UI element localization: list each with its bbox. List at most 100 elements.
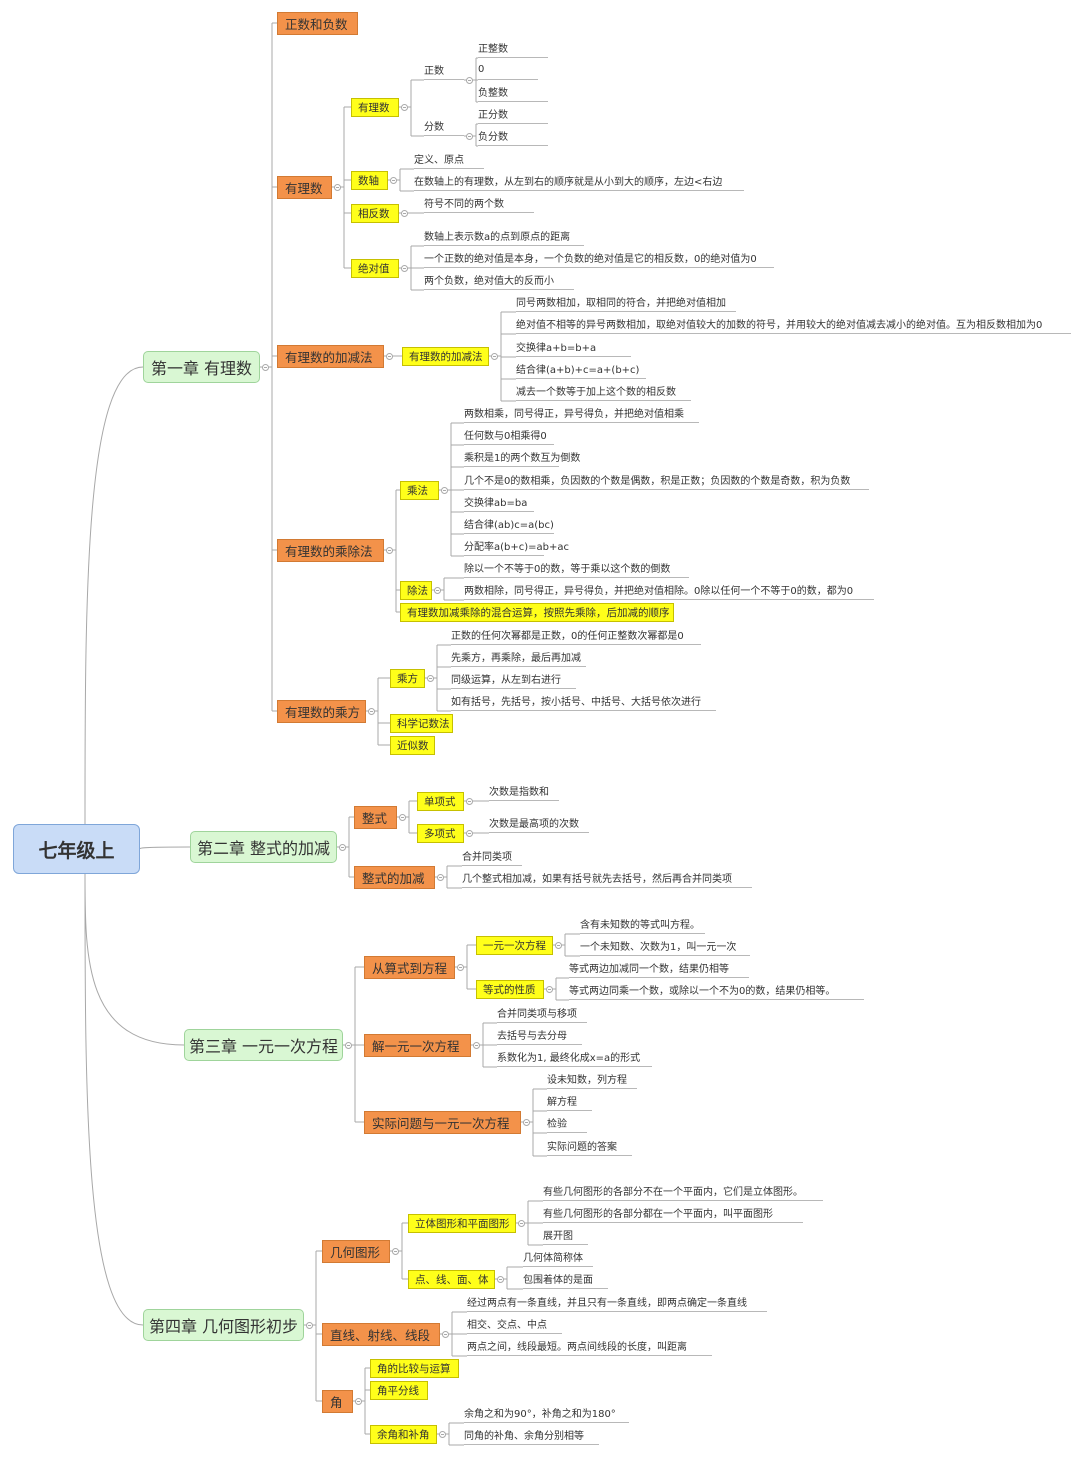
collapse-toggle-icon[interactable] [355, 1397, 362, 1405]
topic-node[interactable]: 整式 [354, 805, 397, 829]
collapse-toggle-icon[interactable] [466, 132, 473, 140]
collapse-toggle-icon[interactable] [368, 707, 375, 715]
subtopic-node[interactable]: 绝对值 [351, 258, 399, 278]
subtopic-node[interactable]: 有理数的加减法 [402, 346, 489, 366]
subtopic-node[interactable]: 相反数 [351, 203, 399, 223]
subtopic-node[interactable]: 点、线、面、体 [408, 1269, 495, 1289]
topic-node[interactable]: 有理数的乘方 [277, 699, 366, 723]
leaf-text: 系数化为1, 最终化成x=a的形式 [497, 1047, 652, 1067]
collapse-toggle-icon[interactable] [399, 813, 406, 821]
leaf-text: 0 [478, 60, 538, 80]
topic-node[interactable]: 实际问题与一元一次方程 [364, 1110, 521, 1134]
leaf-text: 经过两点有一条直线，并且只有一条直线，即两点确定一条直线 [467, 1292, 767, 1312]
leaf-text: 两个负数，绝对值大的反而小 [424, 270, 574, 290]
chapter-node[interactable]: 第四章 几何图形初步 [143, 1309, 304, 1341]
topic-node[interactable]: 解一元一次方程 [364, 1033, 471, 1057]
collapse-toggle-icon[interactable] [466, 797, 473, 805]
collapse-toggle-icon[interactable] [392, 1247, 399, 1255]
branch-curve [84, 366, 144, 825]
collapse-toggle-icon[interactable] [262, 363, 269, 371]
collapse-toggle-icon[interactable] [457, 963, 464, 971]
leaf-text: 定义、原点 [414, 149, 484, 169]
collapse-toggle-icon[interactable] [427, 674, 434, 682]
collapse-toggle-icon[interactable] [518, 1219, 525, 1227]
subtopic-node[interactable]: 科学记数法 [390, 713, 453, 733]
subtopic-node[interactable]: 等式的性质 [476, 979, 544, 999]
collapse-toggle-icon[interactable] [523, 1118, 530, 1126]
chapter-node[interactable]: 第一章 有理数 [143, 351, 260, 383]
collapse-toggle-icon[interactable] [401, 103, 408, 111]
collapse-toggle-icon[interactable] [473, 1041, 480, 1049]
collapse-toggle-icon[interactable] [555, 941, 562, 949]
leaf-text: 次数是最高项的次数 [489, 813, 589, 833]
subtopic-node[interactable]: 一元一次方程 [476, 935, 553, 955]
topic-node[interactable]: 有理数的乘除法 [277, 538, 384, 562]
collapse-toggle-icon[interactable] [386, 546, 393, 554]
collapse-toggle-icon[interactable] [439, 1430, 446, 1438]
subtopic-node[interactable]: 立体图形和平面图形 [408, 1213, 516, 1233]
collapse-toggle-icon[interactable] [491, 352, 498, 360]
topic-node[interactable]: 从算式到方程 [364, 955, 455, 979]
collapse-toggle-icon[interactable] [466, 76, 473, 84]
topic-node[interactable]: 有理数的加减法 [277, 344, 384, 368]
collapse-toggle-icon[interactable] [306, 1321, 313, 1329]
leaf-text: 去括号与去分母 [497, 1025, 582, 1045]
subtopic-node[interactable]: 余角和补角 [370, 1424, 437, 1444]
chapter-node[interactable]: 第二章 整式的加减 [190, 831, 337, 863]
root-node[interactable]: 七年级上 [13, 824, 140, 874]
collapse-toggle-icon[interactable] [345, 1041, 352, 1049]
subtopic-node[interactable]: 角的比较与运算 [370, 1358, 459, 1378]
collapse-toggle-icon[interactable] [441, 486, 448, 494]
collapse-toggle-icon[interactable] [401, 264, 408, 272]
leaf-text: 几个不是0的数相乘，负因数的个数是偶数，积是正数；负因数的个数是奇数，积为负数 [464, 470, 869, 490]
leaf-text: 同角的补角、余角分别相等 [464, 1425, 599, 1445]
leaf-text: 任何数与0相乘得0 [464, 425, 554, 445]
subtopic-node[interactable]: 多项式 [417, 823, 464, 843]
leaf-text: 一个正数的绝对值是本身，一个负数的绝对值是它的相反数，0的绝对值为0 [424, 248, 774, 268]
leaf-text: 设未知数，列方程 [547, 1069, 637, 1089]
collapse-toggle-icon[interactable] [386, 352, 393, 360]
leaf-text: 解方程 [547, 1091, 592, 1111]
collapse-toggle-icon[interactable] [466, 829, 473, 837]
subtopic-node[interactable]: 乘方 [390, 668, 425, 688]
topic-node[interactable]: 直线、射线、线段 [322, 1322, 440, 1346]
topic-node[interactable]: 有理数 [277, 175, 332, 199]
collapse-toggle-icon[interactable] [339, 843, 346, 851]
collapse-toggle-icon[interactable] [434, 586, 441, 594]
topic-node[interactable]: 几何图形 [322, 1239, 390, 1263]
leaf-text: 正数 [424, 60, 464, 80]
topic-node[interactable]: 整式的加减 [354, 865, 435, 889]
collapse-toggle-icon[interactable] [401, 209, 408, 217]
branch-curve [139, 846, 191, 850]
leaf-text: 交换律a+b=b+a [516, 337, 631, 357]
topic-node[interactable]: 角 [322, 1389, 353, 1413]
subtopic-node[interactable]: 有理数 [351, 97, 399, 117]
leaf-text: 在数轴上的有理数，从左到右的顺序就是从小到大的顺序，左边<右边 [414, 171, 744, 191]
subtopic-node[interactable]: 近似数 [390, 735, 435, 755]
subtopic-node[interactable]: 乘法 [400, 480, 439, 500]
leaf-text: 有些几何图形的各部分不在一个平面内，它们是立体图形。 [543, 1181, 823, 1201]
leaf-text: 几何体简称体 [523, 1247, 593, 1267]
collapse-toggle-icon[interactable] [497, 1275, 504, 1283]
leaf-text: 结合律(ab)c=a(bc) [464, 514, 554, 534]
collapse-toggle-icon[interactable] [437, 873, 444, 881]
leaf-text: 数轴上表示数a的点到原点的距离 [424, 226, 584, 246]
subtopic-node[interactable]: 角平分线 [370, 1380, 428, 1400]
leaf-text: 正分数 [478, 104, 548, 124]
chapter-node[interactable]: 第三章 一元一次方程 [184, 1029, 343, 1061]
collapse-toggle-icon[interactable] [546, 985, 553, 993]
collapse-toggle-icon[interactable] [334, 183, 341, 191]
leaf-text: 分数 [424, 116, 464, 136]
leaf-text: 展开图 [543, 1225, 588, 1245]
subtopic-node[interactable]: 单项式 [417, 791, 464, 811]
branch-curve [84, 873, 185, 1046]
topic-node[interactable]: 正数和负数 [277, 11, 358, 35]
subtopic-node[interactable]: 除法 [400, 580, 432, 600]
subtopic-node[interactable]: 有理数加减乘除的混合运算，按照先乘除，后加减的顺序 [400, 602, 674, 622]
collapse-toggle-icon[interactable] [442, 1330, 449, 1338]
leaf-text: 同号两数相加，取相同的符合，并把绝对值相加 [516, 292, 736, 312]
collapse-toggle-icon[interactable] [390, 176, 397, 184]
leaf-text: 检验 [547, 1113, 587, 1133]
subtopic-node[interactable]: 数轴 [351, 170, 388, 190]
